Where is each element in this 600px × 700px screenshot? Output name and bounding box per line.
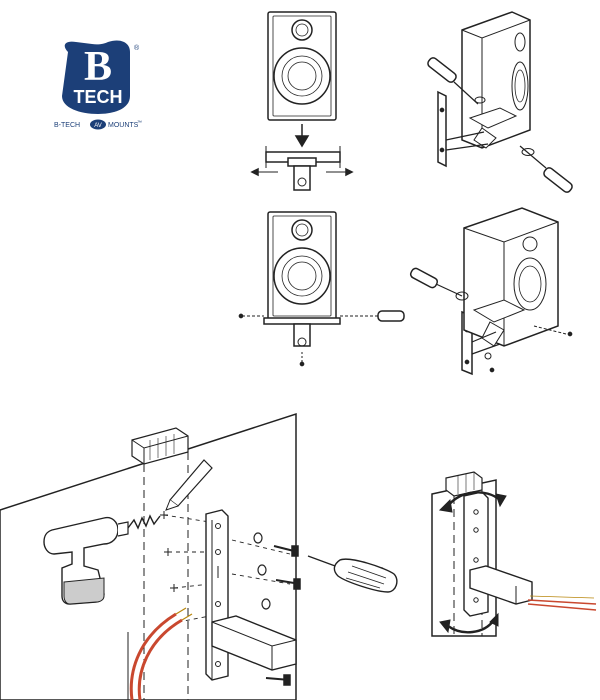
logo-badge — [90, 119, 106, 130]
logo-tagline-right: MOUNTS — [108, 122, 139, 129]
step3-wall-panel — [0, 412, 301, 700]
screwdriver-icon — [307, 555, 398, 593]
drill-icon — [43, 514, 161, 605]
tweeter — [291, 19, 313, 41]
woofer-iso — [511, 61, 529, 111]
speaker-cabinet — [267, 11, 337, 121]
wall-plate — [437, 90, 447, 168]
logo-tagline-badge: AV — [94, 123, 102, 129]
tweeter — [291, 219, 313, 241]
logo-shield — [62, 40, 130, 114]
screw-icon — [297, 337, 307, 347]
screwdriver-icon — [427, 57, 479, 105]
speaker-cable — [527, 595, 597, 611]
logo-registered: ® — [134, 44, 140, 52]
screwdriver-icon — [519, 145, 573, 193]
logo-tagline-left: B-TECH — [54, 122, 80, 129]
tweeter-iso — [514, 32, 526, 52]
woofer — [273, 47, 331, 105]
step2-iso-panel — [409, 207, 573, 376]
washer-icon — [253, 532, 271, 610]
logo-trademark: ™ — [137, 120, 142, 126]
speaker-cable — [129, 607, 193, 700]
screw-icon — [297, 177, 307, 187]
step1-front-panel — [250, 11, 354, 191]
logo-wordmark: TECH — [74, 87, 123, 107]
btech-logo: B TECH ® B-TECH AV MOUNTS ™ — [54, 40, 142, 130]
rotate-arrow-icon — [438, 491, 507, 634]
step2-front-panel — [238, 211, 405, 367]
mount-arm — [211, 615, 297, 671]
speaker-cabinet-iso — [463, 207, 559, 347]
screwdriver-icon — [377, 310, 405, 322]
drill-marks — [160, 511, 178, 592]
woofer — [273, 247, 331, 305]
screw-icon — [265, 545, 301, 686]
logo-letter: B — [84, 44, 112, 90]
wall-plate — [205, 509, 229, 681]
speaker-baffle — [272, 15, 332, 117]
pencil-icon — [165, 459, 213, 511]
step4-adjust-panel — [431, 471, 597, 637]
step1-iso-panel — [427, 11, 573, 193]
screwdriver-icon — [409, 267, 463, 297]
